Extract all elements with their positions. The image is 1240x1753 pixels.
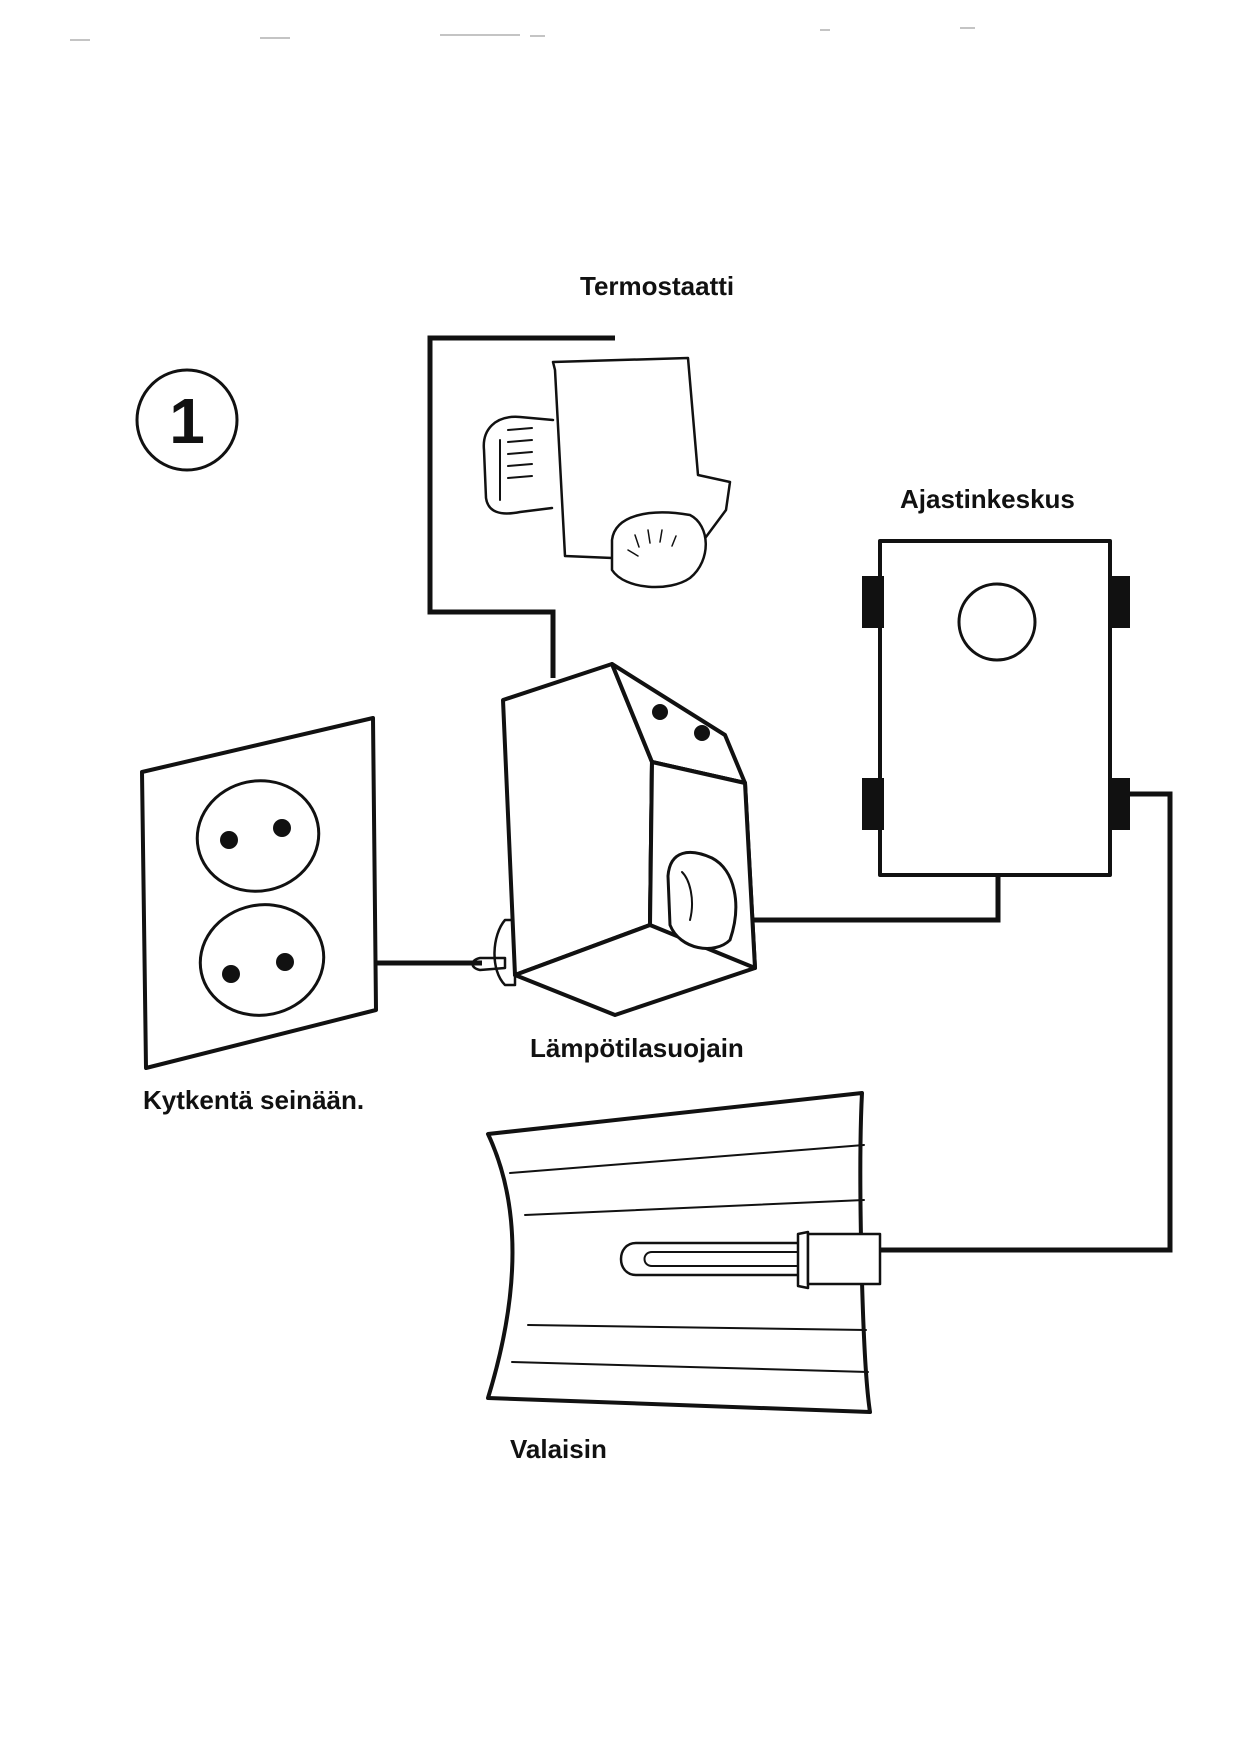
lamp-fixture-icon xyxy=(486,1091,882,1414)
label-timer: Ajastinkeskus xyxy=(900,484,1075,514)
timer-plug-top-right xyxy=(1108,576,1130,628)
wire-thermostat xyxy=(427,335,615,678)
timer-plug-top-left xyxy=(862,576,884,628)
step-badge: 1 xyxy=(135,368,239,472)
wire-timer-to-lamp xyxy=(880,791,1173,1253)
step-number: 1 xyxy=(169,385,205,457)
socket-upper xyxy=(195,779,321,893)
timer-box-icon xyxy=(862,539,1130,877)
socket-lower xyxy=(198,903,326,1017)
label-wall: Kytkentä seinään. xyxy=(143,1085,364,1115)
wall-socket-icon xyxy=(140,716,378,1070)
wire-protector-to-timer xyxy=(688,876,1001,923)
thermostat-icon xyxy=(482,356,732,589)
timer-plug-bottom-left xyxy=(862,778,884,830)
scan-marks xyxy=(70,27,975,41)
timer-dial xyxy=(957,582,1037,662)
label-protector: Lämpötilasuojain xyxy=(530,1033,744,1063)
temperature-protector-icon xyxy=(471,662,757,1017)
wires xyxy=(262,335,1173,1253)
label-lamp: Valaisin xyxy=(510,1434,607,1464)
label-thermostat: Termostaatti xyxy=(580,271,734,301)
timer-plug-bottom-right xyxy=(1108,778,1130,830)
